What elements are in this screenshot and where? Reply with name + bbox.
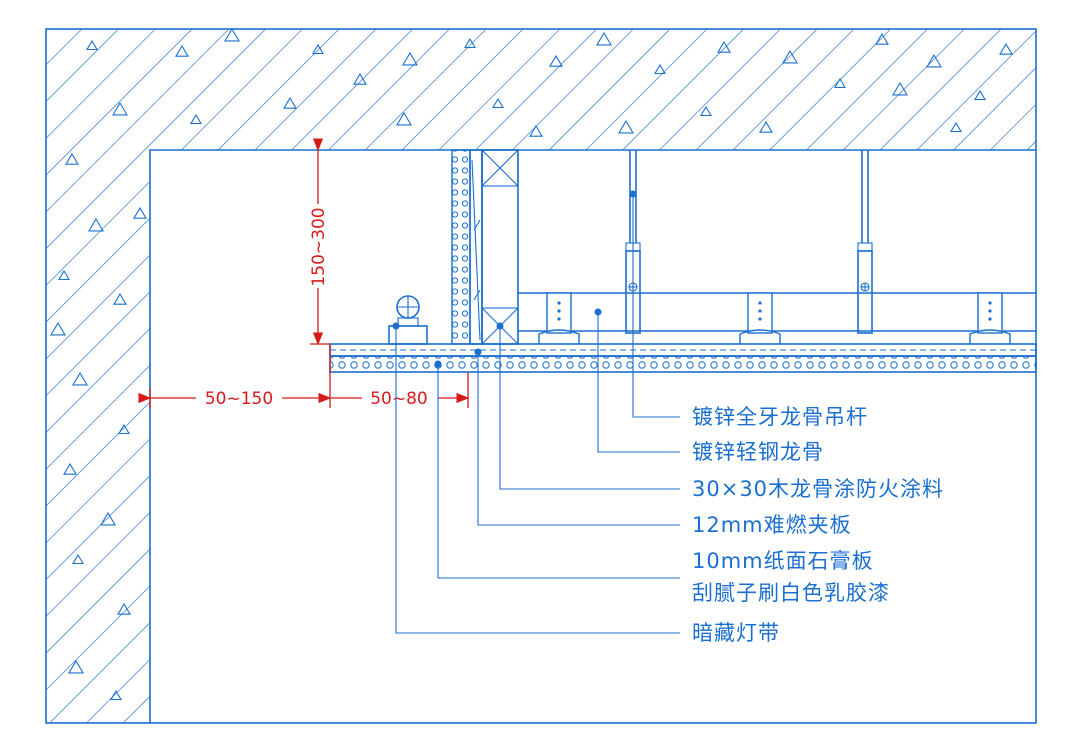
light-steel-keel xyxy=(518,292,1036,332)
callout-steel-keel: 镀锌轻钢龙骨 xyxy=(692,440,824,464)
keel-clips xyxy=(538,292,1011,344)
callout-plywood: 12mm难燃夹板 xyxy=(692,513,852,537)
aggregate-triangle xyxy=(492,97,504,109)
keel-clip xyxy=(969,292,1011,344)
aggregate-triangle xyxy=(190,113,202,125)
aggregate-triangle xyxy=(700,105,712,117)
aggregate-triangle xyxy=(224,27,240,42)
aggregate-triangle xyxy=(596,31,612,46)
aggregate-triangle xyxy=(175,44,189,57)
aggregate-triangle xyxy=(88,217,104,232)
aggregate-triangle xyxy=(312,43,324,55)
aggregate-triangle xyxy=(950,121,962,133)
callout-latex-paint: 刮腻子刷白色乳胶漆 xyxy=(692,581,890,605)
aggregate-triangle xyxy=(113,292,127,305)
callout-gypsum-board: 10mm纸面石膏板 xyxy=(692,549,874,573)
aggregate-triangle xyxy=(118,423,130,435)
aggregate-triangle xyxy=(402,51,418,66)
aggregate-triangle xyxy=(717,40,731,53)
hanger-rod-2 xyxy=(857,150,873,334)
wood-keel-vertical xyxy=(481,149,519,345)
aggregate-triangle xyxy=(654,63,666,75)
aggregate-triangle xyxy=(63,462,77,475)
aggregate-triangle xyxy=(100,511,116,526)
aggregate-triangle xyxy=(65,152,79,165)
aggregate-triangle xyxy=(999,42,1013,55)
aggregate-triangle xyxy=(112,101,128,116)
callout-leaders xyxy=(392,190,680,634)
aggregate-triangle xyxy=(396,111,412,126)
hidden-light-fixture xyxy=(388,295,428,345)
ceiling-boards xyxy=(329,343,1037,373)
aggregate-triangle xyxy=(68,659,84,674)
concrete-aggregate-marks xyxy=(50,27,1013,701)
aggregate-triangle xyxy=(464,37,476,49)
aggregate-triangle xyxy=(353,72,367,85)
aggregate-triangle xyxy=(926,53,942,68)
aggregate-triangle xyxy=(759,120,773,133)
callout-light-strip: 暗藏灯带 xyxy=(692,621,780,645)
aggregate-triangle xyxy=(974,89,986,101)
dim-light-box-width: 50~80 xyxy=(370,389,428,409)
aggregate-triangle xyxy=(834,77,846,89)
aggregate-triangle xyxy=(549,54,563,67)
aggregate-triangle xyxy=(283,96,297,109)
aggregate-triangle xyxy=(58,269,70,281)
dim-drop-height: 150~300 xyxy=(309,207,329,286)
callout-hanger-rod: 镀锌全牙龙骨吊杆 xyxy=(692,405,868,429)
concrete-slab xyxy=(46,29,1036,723)
aggregate-triangle xyxy=(133,206,147,219)
aggregate-triangle xyxy=(875,32,889,45)
vertical-plywood-panel xyxy=(451,149,483,345)
keel-clip xyxy=(739,292,781,344)
aggregate-triangle xyxy=(72,553,84,565)
aggregate-triangle xyxy=(529,124,543,137)
aggregate-triangle xyxy=(50,321,66,336)
callout-wood-keel: 30×30木龙骨涂防火涂料 xyxy=(692,477,944,501)
keel-clip xyxy=(538,292,580,344)
aggregate-triangle xyxy=(86,39,98,51)
aggregate-triangle xyxy=(110,689,122,701)
aggregate-triangle xyxy=(72,371,88,386)
aggregate-triangle xyxy=(782,49,798,64)
aggregate-triangle xyxy=(618,119,634,134)
dim-wall-offset: 50~150 xyxy=(205,389,273,409)
aggregate-triangle xyxy=(892,81,908,96)
aggregate-triangle xyxy=(117,602,131,615)
